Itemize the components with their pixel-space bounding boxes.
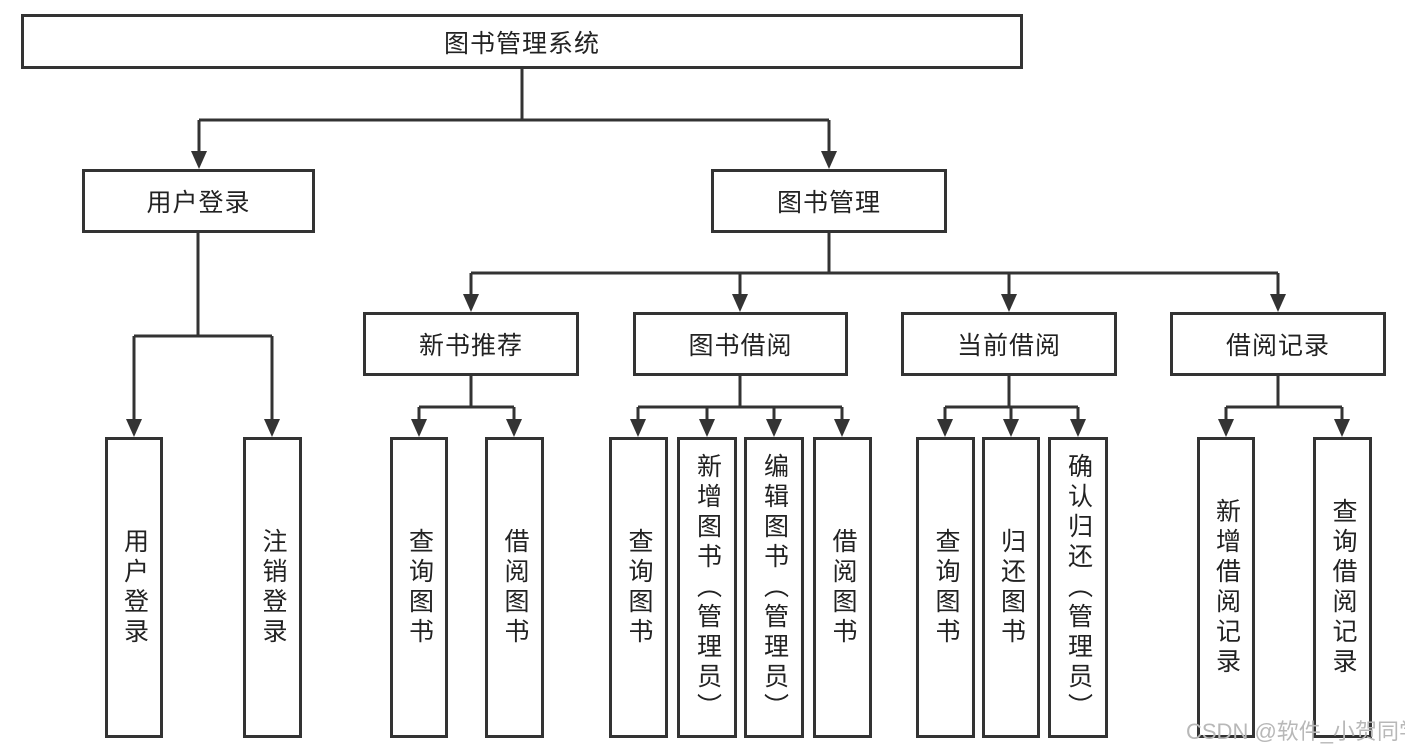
connector-current-leaves — [943, 376, 1080, 424]
leaf-edit-books-admin: 编辑图书（管理员） — [744, 437, 804, 738]
leaf-query-books-borrow-label: 查询图书 — [625, 527, 653, 648]
leaf-user-login: 用户登录 — [105, 437, 163, 738]
leaf-query-books-current: 查询图书 — [916, 437, 975, 738]
leaf-logout: 注销登录 — [243, 437, 302, 738]
leaf-query-books-newrec: 查询图书 — [390, 437, 448, 738]
node-borrowing-records-label: 借阅记录 — [1225, 332, 1330, 360]
leaf-add-books-admin-label: 新增图书（管理员） — [693, 452, 722, 723]
node-current-borrowing: 当前借阅 — [901, 312, 1117, 376]
leaf-query-books-current-label: 查询图书 — [932, 527, 960, 648]
leaf-borrow-books: 借阅图书 — [813, 437, 872, 738]
leaf-confirm-return-admin: 确认归还（管理员） — [1048, 437, 1108, 738]
arrowheads — [126, 151, 1350, 437]
leaf-add-borrow-record: 新增借阅记录 — [1197, 437, 1255, 738]
csdn-watermark: CSDN @软件_小贺同学 — [1186, 719, 1405, 744]
node-user-login-label: 用户登录 — [146, 189, 251, 217]
leaf-query-books-newrec-label: 查询图书 — [405, 527, 434, 648]
node-root-label: 图书管理系统 — [443, 29, 600, 58]
connector-userlogin-leaves — [132, 233, 274, 424]
connector-newbook-leaves — [417, 376, 516, 424]
leaf-logout-label: 注销登录 — [259, 527, 287, 648]
node-user-login: 用户登录 — [82, 169, 315, 233]
node-new-book-recommendation-label: 新书推荐 — [418, 332, 523, 360]
leaf-query-borrow-record-label: 查询借阅记录 — [1329, 497, 1357, 678]
node-new-book-recommendation: 新书推荐 — [363, 312, 579, 376]
connector-root-level2 — [197, 69, 831, 156]
leaf-confirm-return-admin-label: 确认归还（管理员） — [1064, 452, 1093, 723]
leaf-query-books-borrow: 查询图书 — [609, 437, 668, 738]
leaf-borrow-books-newrec: 借阅图书 — [485, 437, 544, 738]
node-book-management: 图书管理 — [711, 169, 947, 233]
node-book-borrowing-label: 图书借阅 — [688, 332, 793, 360]
leaf-borrow-books-label: 借阅图书 — [829, 527, 857, 648]
node-book-management-label: 图书管理 — [776, 189, 881, 217]
connector-borrow-leaves — [636, 376, 844, 424]
leaf-borrow-books-newrec-label: 借阅图书 — [501, 527, 529, 648]
leaf-return-books-label: 归还图书 — [997, 527, 1026, 648]
leaf-return-books: 归还图书 — [982, 437, 1040, 738]
node-current-borrowing-label: 当前借阅 — [956, 332, 1061, 360]
node-borrowing-records: 借阅记录 — [1170, 312, 1386, 376]
connector-records-leaves — [1224, 376, 1344, 424]
leaf-add-borrow-record-label: 新增借阅记录 — [1212, 497, 1241, 678]
leaf-query-borrow-record: 查询借阅记录 — [1313, 437, 1372, 738]
node-book-borrowing: 图书借阅 — [633, 312, 848, 376]
connector-bookmgmt-level3 — [469, 233, 1280, 299]
leaf-add-books-admin: 新增图书（管理员） — [677, 437, 737, 738]
node-root-system: 图书管理系统 — [21, 14, 1023, 69]
leaf-edit-books-admin-label: 编辑图书（管理员） — [760, 452, 789, 723]
leaf-user-login-label: 用户登录 — [120, 527, 149, 648]
